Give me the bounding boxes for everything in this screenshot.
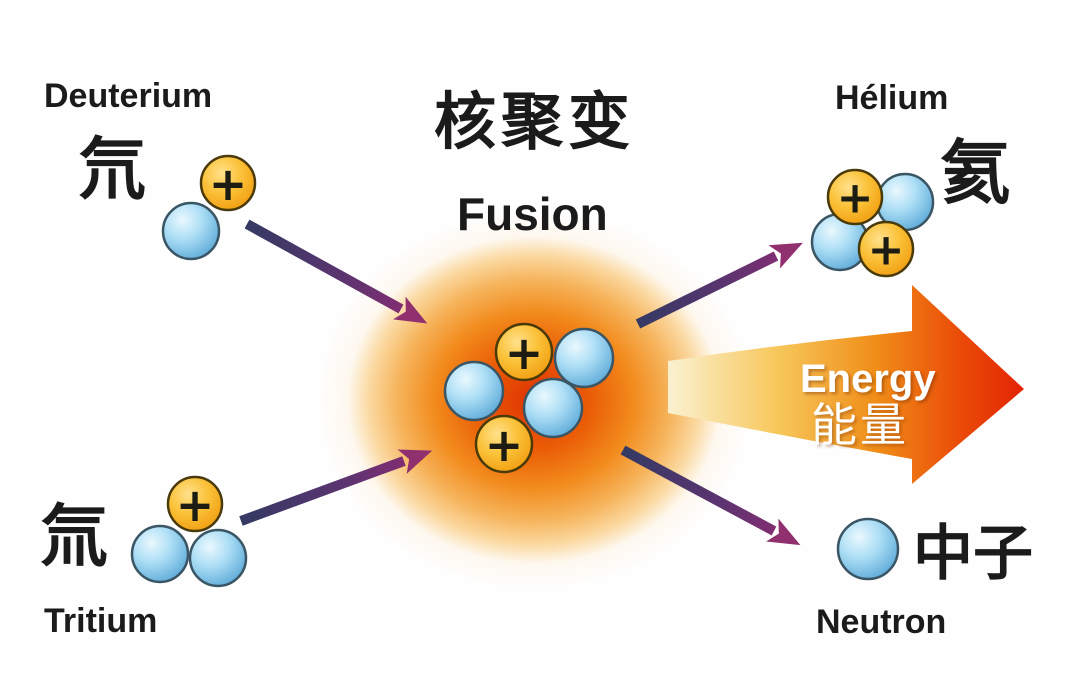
energy-label-zh: 能量 — [811, 399, 909, 451]
proton-particle — [494, 322, 554, 382]
energy-label-en: Energy — [800, 357, 936, 401]
arrow-nucleus-to-neutron — [620, 445, 801, 546]
neutron-particle — [130, 524, 190, 584]
deuterium-atom: + — [161, 154, 257, 261]
plus-symbol: + — [505, 326, 544, 380]
helium-label-zh: 氦 — [940, 134, 1010, 212]
proton-particle — [857, 220, 915, 278]
plus-symbol: + — [837, 173, 874, 224]
energy-arrow — [668, 285, 1024, 484]
neutron-particle — [522, 377, 584, 439]
neutron-particle — [553, 327, 615, 389]
proton-particle — [199, 154, 257, 212]
arrow-deuterium-to-nucleus — [244, 219, 428, 324]
title-en: Fusion — [457, 188, 608, 240]
arrow-tritium-to-nucleus — [239, 449, 433, 526]
deuterium-label-en: Deuterium — [44, 77, 213, 115]
proton-particle — [166, 475, 224, 533]
helium-label-en: Hélium — [835, 79, 949, 117]
neutron-label-en: Neutron — [816, 603, 947, 641]
neutron-particle — [443, 360, 505, 422]
plus-symbol: + — [485, 418, 524, 472]
neutron-particle — [188, 528, 248, 588]
proton-particle — [474, 414, 534, 474]
tritium-label-en: Tritium — [44, 602, 158, 640]
helium-atom: + + — [810, 168, 935, 278]
tritium-atom: + — [130, 475, 248, 588]
plus-symbol: + — [209, 157, 248, 211]
neutron-label-zh: 中子 — [913, 520, 1033, 587]
title-zh: 核聚变 — [434, 88, 636, 157]
proton-particle — [826, 168, 884, 226]
deuterium-label-zh: 氘 — [78, 132, 147, 208]
fusing-nucleus: + + — [443, 322, 615, 474]
free-neutron-particle — [836, 517, 900, 581]
plus-symbol: + — [868, 225, 905, 276]
neutron-particle — [161, 201, 221, 261]
tritium-label-zh: 氚 — [40, 499, 109, 575]
arrow-nucleus-to-helium — [635, 242, 803, 329]
plus-symbol: + — [176, 478, 215, 532]
